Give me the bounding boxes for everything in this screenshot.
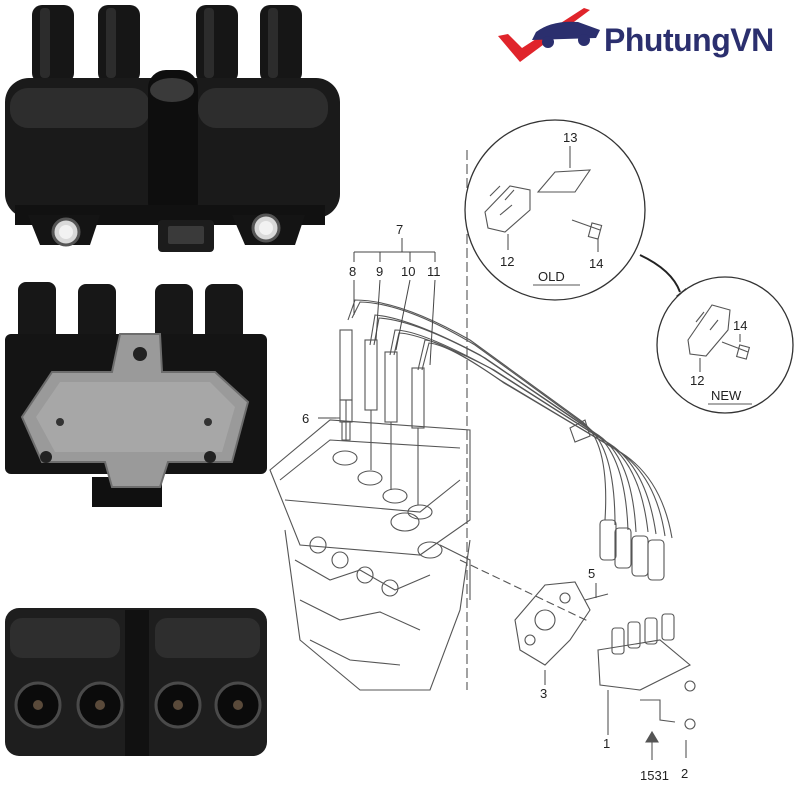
callout-6: 6	[302, 411, 309, 426]
callout-leaders	[318, 238, 687, 758]
callout-1: 1	[603, 736, 610, 751]
callout-10: 10	[401, 264, 415, 279]
car-check-logo-icon	[498, 8, 600, 62]
new-label: NEW	[711, 388, 742, 403]
new-callout-14: 14	[733, 318, 747, 333]
spark-plug-wires	[339, 299, 673, 581]
callout-11: 11	[427, 264, 441, 279]
ignition-coil-top-icon	[0, 0, 345, 255]
brand-logo: PhutungVN	[492, 4, 792, 76]
old-callout-13: 13	[563, 130, 577, 145]
new-detail-inset: 14 12 NEW	[656, 276, 794, 414]
callout-3: 3	[540, 686, 547, 701]
callout-8: 8	[349, 264, 356, 279]
ignition-coil-terminal-icon	[0, 590, 272, 760]
old-callout-14: 14	[589, 256, 603, 271]
old-detail-inset: 13 12 14 OLD	[464, 119, 646, 301]
callout-labels: 7 8 9 10 11 6 5 3 1 1531 2	[302, 222, 688, 783]
brand-name: PhutungVN	[604, 22, 774, 58]
callout-5: 5	[588, 566, 595, 581]
old-callout-12: 12	[500, 254, 514, 269]
ignition-coil-bracket-icon	[0, 262, 272, 517]
coil-photo-bracket	[0, 262, 272, 517]
callout-1531: 1531	[640, 768, 669, 783]
coil-photo-top	[0, 0, 345, 255]
new-callout-12: 12	[690, 373, 704, 388]
callout-9: 9	[376, 264, 383, 279]
engine-block-drawing	[269, 150, 591, 691]
coil-and-bracket-drawing	[514, 581, 696, 760]
callout-7: 7	[396, 222, 403, 237]
callout-2: 2	[681, 766, 688, 781]
old-to-new-arrow	[639, 254, 686, 300]
old-label: OLD	[538, 269, 565, 284]
coil-photo-terminals	[0, 590, 272, 760]
